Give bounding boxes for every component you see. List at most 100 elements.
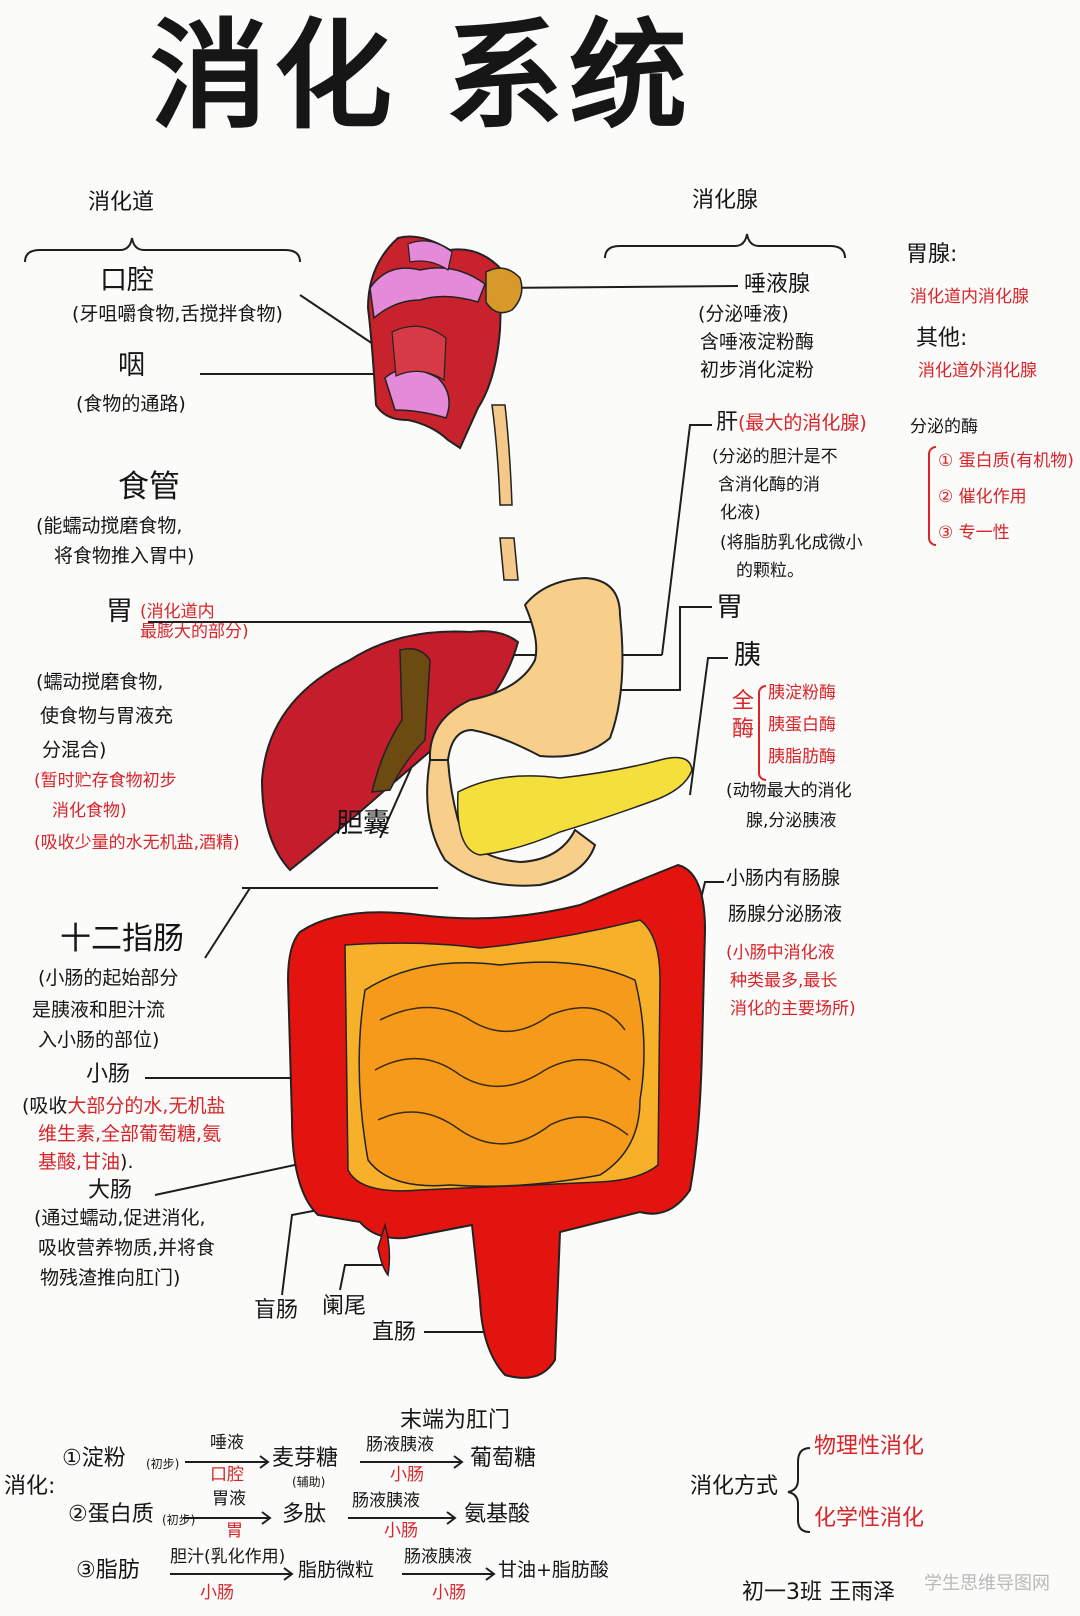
intestinal-gland-1: 小肠内有肠腺 bbox=[726, 867, 841, 889]
large-intestine-note-2: 吸收营养物质,并将食 bbox=[38, 1237, 216, 1259]
small-intestine-note-1: (吸收大部分的水,无机盐 bbox=[22, 1095, 226, 1118]
gastric-gland-label: 胃腺: bbox=[906, 242, 958, 267]
fat-enzyme-1: 胆汁(乳化作用) bbox=[170, 1547, 286, 1567]
stomach-label-right: 胃 bbox=[716, 592, 743, 623]
pancreas-illustration bbox=[456, 756, 693, 856]
maltose-tag: (辅助) bbox=[292, 1475, 326, 1489]
rectum-label: 直肠 bbox=[372, 1320, 417, 1345]
method-physical: 物理性消化 bbox=[814, 1434, 925, 1459]
pancreas-note-2: 腺,分泌胰液 bbox=[746, 811, 837, 831]
esophagus-note-1: (能蠕动搅磨食物, bbox=[36, 515, 183, 537]
si-note-red-1: 大部分的水,无机盐 bbox=[67, 1095, 226, 1117]
pancreas-note-1: (动物最大的消化 bbox=[726, 781, 852, 801]
mouth-cavity-illustration bbox=[366, 235, 504, 450]
large-intestine-note-3: 物残渣推向肛门) bbox=[40, 1267, 181, 1289]
method-chemical: 化学性消化 bbox=[814, 1506, 925, 1531]
starch-site-2: 小肠 bbox=[390, 1465, 424, 1485]
salivary-note-1: (分泌唾液) bbox=[698, 303, 789, 325]
si-note-prefix: (吸收 bbox=[22, 1095, 68, 1117]
pancreas-label: 胰 bbox=[734, 640, 761, 671]
appendix-label: 阑尾 bbox=[322, 1294, 367, 1319]
stomach-red-note-3: 消化食物) bbox=[52, 801, 127, 821]
enzyme-property-2: ② 催化作用 bbox=[938, 487, 1027, 507]
amino-acid: 氨基酸 bbox=[464, 1502, 531, 1527]
glands-heading: 消化腺 bbox=[692, 188, 759, 213]
stomach-illustration bbox=[426, 576, 624, 887]
fat-enzyme-2: 肠液胰液 bbox=[404, 1547, 472, 1567]
small-intestine-illustration bbox=[358, 961, 645, 1187]
starch-enzyme-1: 唾液 bbox=[210, 1433, 244, 1453]
protein-name: ②蛋白质 bbox=[68, 1502, 154, 1527]
stomach-red-note-2: (暂时贮存食物初步 bbox=[34, 771, 177, 791]
large-intestine-label: 大肠 bbox=[88, 1178, 133, 1203]
protein-site-1: 胃 bbox=[226, 1521, 243, 1541]
starch-name: ①淀粉 bbox=[62, 1446, 126, 1471]
liver-note-2: 含消化酶的消 bbox=[718, 475, 820, 495]
other-glands-label: 其他: bbox=[916, 326, 968, 351]
page-title: 消化 系统 bbox=[150, 6, 694, 145]
pancreas-red-side: 全 酶 bbox=[732, 689, 755, 742]
intestinal-red-3: 消化的主要场所) bbox=[730, 999, 856, 1019]
glycerol-fatty-acid: 甘油+脂肪酸 bbox=[498, 1559, 609, 1581]
esophagus-label: 食管 bbox=[118, 469, 180, 505]
glucose: 葡萄糖 bbox=[470, 1446, 537, 1471]
liver-note-5: 的颗粒。 bbox=[736, 561, 804, 581]
fat-droplets: 脂肪微粒 bbox=[298, 1559, 375, 1581]
small-intestine-note-2: 维生素,全部葡萄糖,氨 bbox=[38, 1123, 222, 1145]
pancreas-enzyme-bracket bbox=[758, 685, 766, 781]
duodenum-note-3: 入小肠的部位) bbox=[38, 1029, 160, 1051]
fat-name: ③脂肪 bbox=[76, 1558, 140, 1583]
liver-note-4: (将脂肪乳化成微小 bbox=[720, 533, 863, 553]
anus-label: 末端为肛门 bbox=[400, 1408, 511, 1433]
salivary-gland-illustration bbox=[485, 267, 523, 314]
starch-tag: (初步) bbox=[146, 1457, 180, 1471]
fat-site-1: 小肠 bbox=[200, 1583, 234, 1603]
gallbladder-label: 胆囊 bbox=[336, 808, 390, 839]
duodenum-note-2: 是胰液和胆汁流 bbox=[32, 999, 166, 1021]
salivary-note-3: 初步消化淀粉 bbox=[700, 359, 815, 381]
mouth-note: (牙咀嚼食物,舌搅拌食物) bbox=[72, 303, 283, 325]
pharynx-label: 咽 bbox=[118, 350, 145, 381]
pharynx-note: (食物的通路) bbox=[76, 393, 186, 415]
mouth-label: 口腔 bbox=[100, 265, 154, 296]
author-signature: 初一3班 王雨泽 bbox=[742, 1580, 895, 1605]
liver-illustration bbox=[260, 630, 520, 872]
pancreas-enzyme-3: 胰脂肪酶 bbox=[768, 747, 836, 767]
liver-note-1: (分泌的胆汁是不 bbox=[712, 447, 838, 467]
enzyme-property-1: ① 蛋白质(有机物) bbox=[938, 451, 1074, 471]
large-intestine-note-1: (通过蠕动,促进消化, bbox=[34, 1207, 206, 1229]
liver-note-3: 化液) bbox=[720, 503, 761, 523]
stomach-note-1: (蠕动搅磨食物, bbox=[36, 671, 164, 693]
intestinal-gland-2: 肠腺分泌肠液 bbox=[728, 903, 843, 925]
polypeptide: 多肽 bbox=[282, 1502, 327, 1527]
maltose: 麦芽糖 bbox=[272, 1446, 339, 1471]
enzyme-bracket bbox=[928, 446, 936, 546]
gastric-gland-red: 消化道内消化腺 bbox=[910, 287, 1029, 307]
fat-site-2: 小肠 bbox=[432, 1583, 466, 1603]
protein-tag: (初步) bbox=[162, 1513, 196, 1527]
stomach-note-3: 分混合) bbox=[42, 739, 107, 761]
site-watermark: 学生思维导图网 bbox=[924, 1573, 1050, 1594]
si-note-end: ). bbox=[120, 1151, 134, 1173]
stomach-red-note-4: (吸收少量的水无机盐,酒精) bbox=[34, 833, 240, 853]
starch-site-1: 口腔 bbox=[210, 1465, 244, 1485]
liver-label: 肝 bbox=[716, 410, 739, 435]
pancreas-enzyme-1: 胰淀粉酶 bbox=[768, 683, 836, 703]
esophagus-illustration bbox=[491, 404, 519, 581]
small-intestine-note-3: 基酸,甘油). bbox=[38, 1151, 134, 1174]
duodenum-label: 十二指肠 bbox=[60, 921, 184, 957]
stomach-red-note: (消化道内 最膨大的部分) bbox=[140, 602, 249, 643]
salivary-note-2: 含唾液淀粉酶 bbox=[700, 331, 815, 353]
pancreas-enzyme-2: 胰蛋白酶 bbox=[768, 715, 836, 735]
cecum-label: 盲肠 bbox=[254, 1298, 299, 1323]
liver-label-row: 肝(最大的消化腺) bbox=[716, 410, 867, 435]
stomach-note-2: 使食物与胃液充 bbox=[40, 705, 174, 727]
salivary-gland-label: 唾液腺 bbox=[744, 272, 811, 297]
protein-enzyme-1: 胃液 bbox=[212, 1489, 246, 1509]
duodenum-note-1: (小肠的起始部分 bbox=[38, 967, 179, 989]
protein-enzyme-2: 肠液胰液 bbox=[352, 1491, 420, 1511]
stomach-label-left: 胃 bbox=[106, 596, 133, 627]
other-glands-red: 消化道外消化腺 bbox=[918, 361, 1037, 381]
